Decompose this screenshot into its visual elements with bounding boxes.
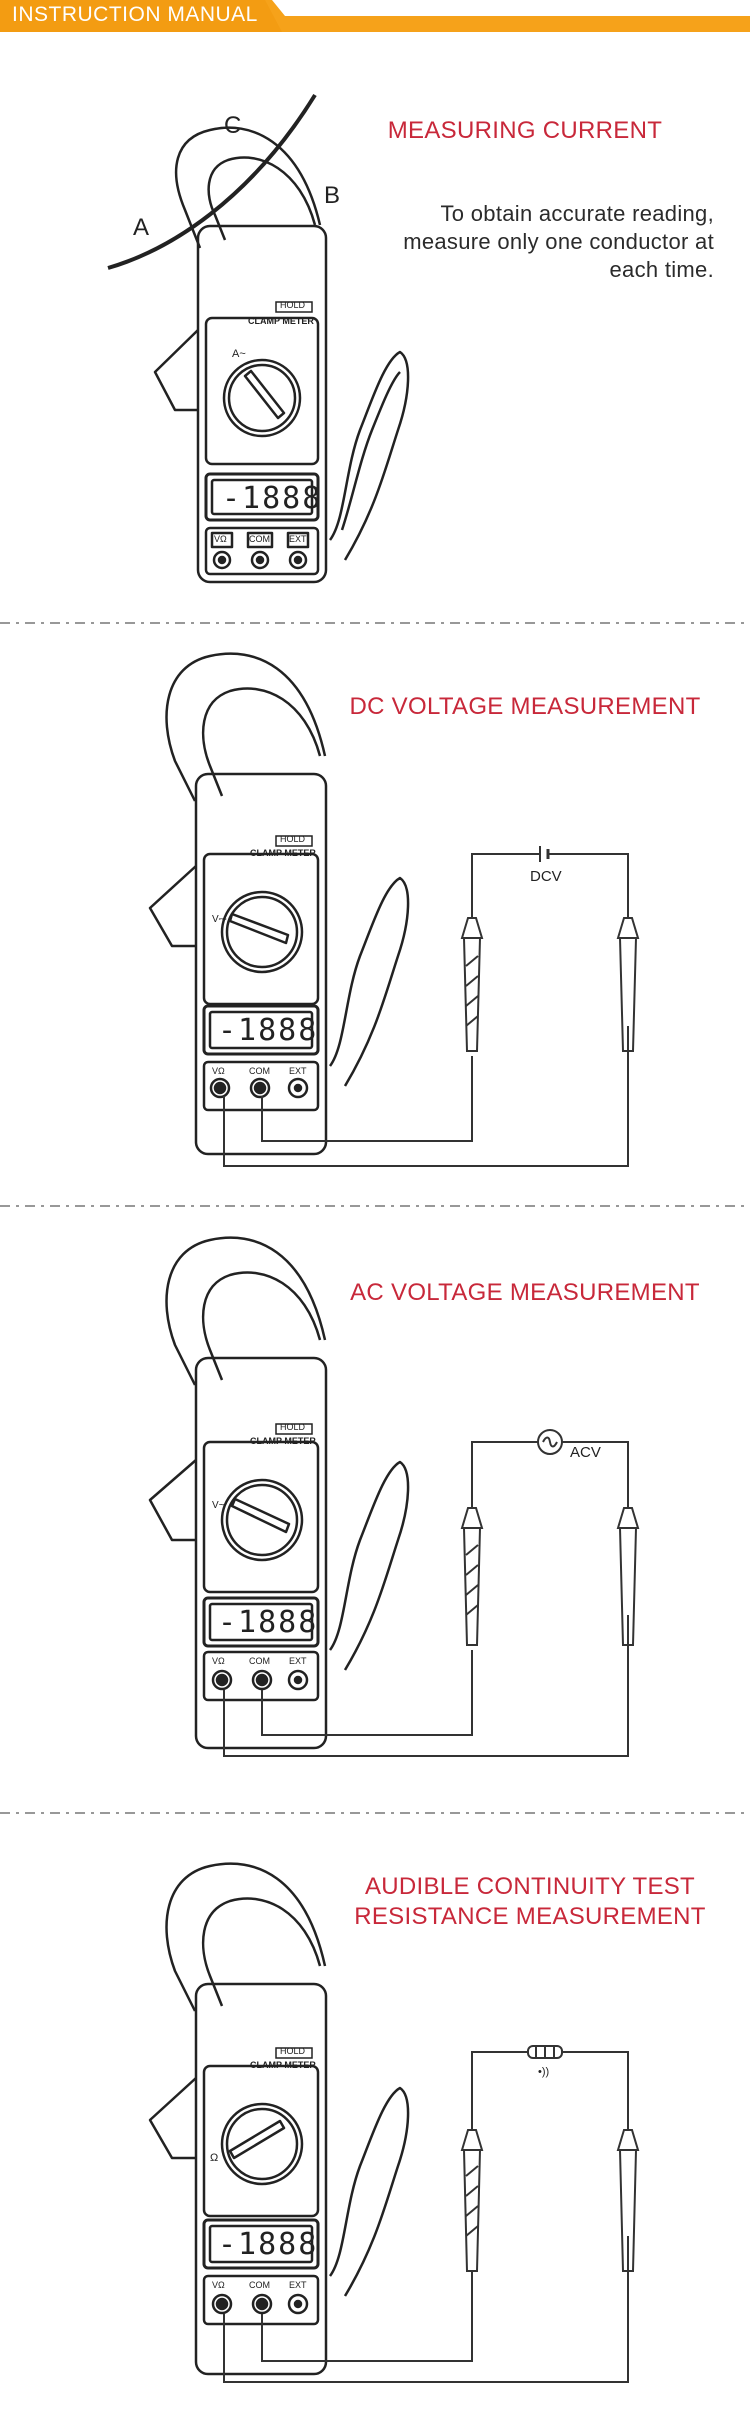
jack-label-com: COM — [249, 2280, 270, 2290]
brand-label: CLAMP METER — [250, 2060, 316, 2070]
section-heading-resistance: RESISTANCE MEASUREMENT — [354, 1903, 706, 1930]
jack-label-vohm: VΩ — [212, 1066, 225, 1076]
hold-label: HOLD — [280, 2046, 306, 2056]
jack-label-ext: EXT — [289, 1656, 307, 1666]
dial-mark-ohm: Ω — [210, 2152, 219, 2164]
jack-label-com: COM — [249, 534, 270, 544]
dial-mark-dcv: V⎓ — [212, 914, 227, 925]
section-heading-acv: AC VOLTAGE MEASUREMENT — [350, 1279, 700, 1306]
jack-label-vohm: VΩ — [214, 534, 227, 544]
jack-label-ext: EXT — [289, 1066, 307, 1076]
lcd-display: -1888 — [218, 1013, 319, 1048]
header-title: INSTRUCTION MANUAL — [12, 3, 258, 26]
brand-label: CLAMP METER — [250, 1436, 316, 1446]
buzzer-icon: •)) — [538, 2066, 550, 2078]
jack-label-vohm: VΩ — [212, 1656, 225, 1666]
jack-label-vohm: VΩ — [212, 2280, 225, 2290]
section-heading-current: MEASURING CURRENT — [387, 117, 663, 144]
lcd-display: -1888 — [218, 1605, 319, 1640]
section-divider — [0, 1812, 750, 1814]
jack-label-com: COM — [249, 1656, 270, 1666]
clamp-meter-ohm-illustration — [148, 1862, 640, 2383]
hold-label: HOLD — [280, 1422, 306, 1432]
section-ac-voltage: HOLD CLAMP METER V~ -1888 VΩ COM EXT ACV… — [0, 1210, 750, 1800]
hold-label: HOLD — [280, 300, 306, 310]
brand-label: CLAMP METER — [248, 316, 314, 326]
component-label-dcv: DCV — [530, 868, 562, 885]
clamp-meter-acv-illustration — [148, 1236, 640, 1757]
dial-mark-acv: V~ — [212, 1500, 225, 1511]
jack-label-ext: EXT — [289, 534, 307, 544]
label-a: A — [133, 214, 150, 241]
section-heading-dcv: DC VOLTAGE MEASUREMENT — [349, 693, 701, 720]
section-heading-continuity: AUDIBLE CONTINUITY TEST — [364, 1873, 696, 1900]
label-c: C — [224, 112, 242, 139]
brand-label: CLAMP METER — [250, 848, 316, 858]
section-continuity-resistance: HOLD CLAMP METER Ω -1888 VΩ COM EXT •)) … — [0, 1816, 750, 2416]
lcd-display: -1888 — [222, 481, 323, 516]
label-b: B — [324, 182, 341, 209]
section-divider — [0, 622, 750, 624]
clamp-meter-dcv-illustration — [148, 652, 640, 1167]
section-divider — [0, 1205, 750, 1207]
jack-label-com: COM — [249, 1066, 270, 1076]
hold-label: HOLD — [280, 834, 306, 844]
lcd-display: -1888 — [218, 2227, 319, 2262]
header-banner — [0, 0, 750, 32]
dial-mark-current: A~ — [232, 348, 246, 360]
section-dc-voltage: HOLD CLAMP METER V⎓ -1888 VΩ COM EXT DCV… — [0, 626, 750, 1201]
jack-label-ext: EXT — [289, 2280, 307, 2290]
section-description: To obtain accurate reading, measure only… — [403, 201, 714, 282]
clamp-meter-current-illustration — [107, 93, 410, 584]
component-label-acv: ACV — [570, 1444, 601, 1461]
section-measuring-current: HOLD CLAMP METER A~ -1888 VΩ COM EXT A B… — [0, 0, 750, 620]
